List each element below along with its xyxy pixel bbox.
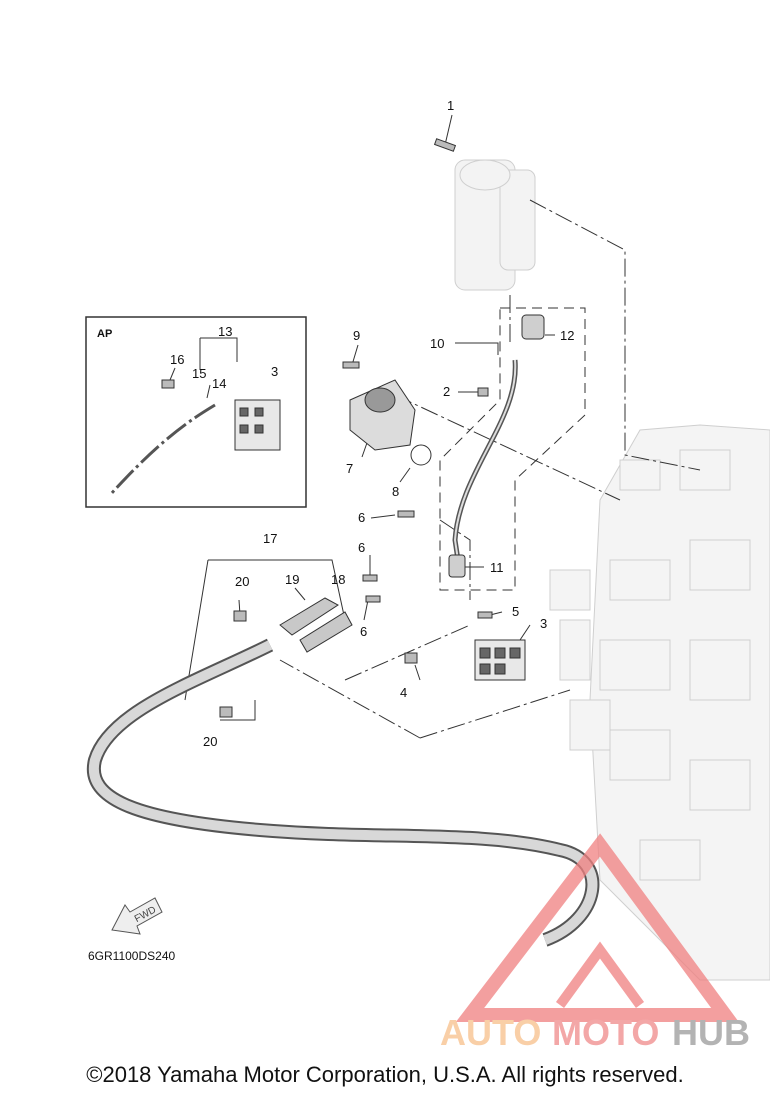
terminal — [521, 314, 545, 340]
callout-6b: 6 — [358, 540, 365, 555]
leader-lines — [184, 114, 555, 721]
bolts — [219, 138, 493, 718]
relay-block — [474, 639, 526, 681]
o-ring — [410, 444, 432, 466]
callout-6c: 6 — [360, 624, 367, 639]
callout-14: 14 — [212, 376, 226, 391]
inset-label: AP — [97, 328, 112, 340]
callout-9: 9 — [353, 328, 360, 343]
svg-text:HUB: HUB — [672, 1012, 750, 1053]
inset-bolt — [161, 379, 175, 389]
inset-wire — [108, 403, 216, 497]
callout-15: 15 — [192, 366, 206, 381]
drawing-code: 6GR1100DS240 — [88, 949, 175, 963]
callout-3: 3 — [540, 616, 547, 631]
wire-harness-boots — [279, 597, 353, 653]
group-frame — [439, 307, 586, 591]
starter-motor — [454, 159, 536, 291]
fwd-label: FWD — [133, 905, 158, 925]
fwd-arrow-icon: FWD — [111, 897, 163, 935]
callouts: 1 2 3 4 5 6 7 8 9 10 11 12 13 14 15 16 3… — [170, 98, 574, 749]
callout-18: 18 — [331, 572, 345, 587]
svg-text:AUTO: AUTO — [440, 1012, 541, 1053]
inset-relay — [234, 399, 281, 451]
callout-8: 8 — [392, 484, 399, 499]
callout-16: 16 — [170, 352, 184, 367]
engine-block — [549, 424, 770, 981]
starter-relay — [349, 379, 416, 451]
callout-1: 1 — [447, 98, 454, 113]
callout-12: 12 — [560, 328, 574, 343]
callout-10: 10 — [430, 336, 444, 351]
callout-11: 11 — [490, 560, 504, 575]
callout-19: 19 — [285, 572, 299, 587]
callout-6: 6 — [358, 510, 365, 525]
callout-2: 2 — [443, 384, 450, 399]
callout-3-inset: 3 — [271, 364, 278, 379]
copyright-notice: ©2018 Yamaha Motor Corporation, U.S.A. A… — [86, 1062, 684, 1087]
inset-leaders — [169, 337, 238, 399]
watermark-logo: AUTO MOTO HUB — [440, 833, 750, 1053]
callout-4: 4 — [400, 685, 407, 700]
callout-7: 7 — [346, 461, 353, 476]
terminal-cap — [448, 554, 466, 578]
callout-5: 5 — [512, 604, 519, 619]
callout-13: 13 — [218, 324, 232, 339]
callout-20: 20 — [235, 574, 249, 589]
callout-20b: 20 — [203, 734, 217, 749]
svg-text:MOTO: MOTO — [552, 1012, 659, 1053]
reference-lines — [279, 199, 701, 739]
callout-17: 17 — [263, 531, 277, 546]
